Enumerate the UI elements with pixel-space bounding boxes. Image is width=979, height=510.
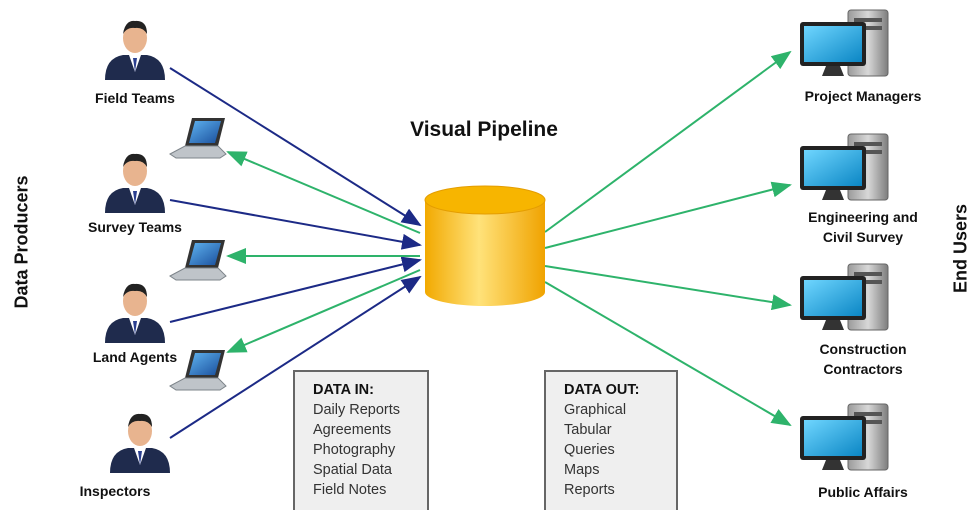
end-user-label: Construction Contractors (773, 339, 953, 379)
workstation-icon (800, 263, 889, 331)
diagram-title: Visual Pipeline (410, 118, 558, 141)
data-out-list: Graphical Tabular Queries Maps Reports (564, 400, 666, 500)
list-item: Spatial Data (313, 462, 392, 478)
arrow-field-teams-in (169, 67, 422, 227)
producer-label: Field Teams (95, 90, 175, 106)
laptop-icon (169, 350, 227, 391)
workstation-icon (800, 9, 889, 77)
producer-label: Inspectors (79, 483, 151, 499)
end-users-label: End Users (950, 203, 971, 294)
end-user-label-line: Contractors (823, 361, 903, 377)
workstation-icon (800, 133, 889, 201)
end-user-label-line: Engineering and (808, 209, 918, 225)
arrow-engineering-out (544, 181, 792, 249)
data-in-box: DATA IN: Daily Reports Agreements Photog… (293, 370, 429, 510)
list-item: Reports (564, 482, 615, 498)
arrow-survey-teams-in (169, 199, 422, 250)
data-in-list: Daily Reports Agreements Photography Spa… (313, 400, 417, 500)
end-user-label-line: Project Managers (804, 88, 922, 104)
arrow-laptop-1-out (226, 151, 421, 234)
arrow-public-affairs-out (544, 281, 792, 427)
end-user-label-line: Construction (819, 341, 907, 357)
end-user-label: Engineering and Civil Survey (773, 207, 953, 247)
data-out-box: DATA OUT: Graphical Tabular Queries Maps… (544, 370, 678, 510)
producer-label: Survey Teams (88, 219, 182, 235)
list-item: Queries (564, 442, 615, 458)
list-item: Field Notes (313, 482, 387, 498)
end-user-label-line: Civil Survey (822, 229, 904, 245)
person-icon (105, 153, 165, 213)
end-user-label-line: Public Affairs (818, 484, 908, 500)
data-out-heading: DATA OUT: (564, 382, 640, 398)
arrow-project-managers-out (544, 50, 792, 233)
data-producers-label: Data Producers (11, 175, 32, 309)
end-user-label: Project Managers (773, 86, 953, 106)
producer-label: Land Agents (92, 349, 178, 365)
person-icon (110, 413, 170, 473)
end-user-label: Public Affairs (773, 482, 953, 502)
laptop-icon (169, 240, 227, 281)
database-icon (424, 185, 546, 306)
list-item: Photography (313, 442, 396, 458)
list-item: Maps (564, 462, 600, 478)
list-item: Tabular (564, 422, 612, 438)
arrow-inspectors-in (169, 275, 422, 439)
person-icon (105, 283, 165, 343)
workstation-icon (800, 403, 889, 471)
arrow-laptop-3-out (226, 269, 421, 353)
laptop-icon (169, 118, 227, 159)
arrow-construction-out (544, 265, 792, 311)
person-icon (105, 20, 165, 80)
arrow-land-agents-in (169, 256, 422, 323)
list-item: Graphical (564, 402, 627, 418)
list-item: Agreements (313, 422, 392, 438)
list-item: Daily Reports (313, 402, 401, 418)
data-in-heading: DATA IN: (313, 382, 374, 398)
